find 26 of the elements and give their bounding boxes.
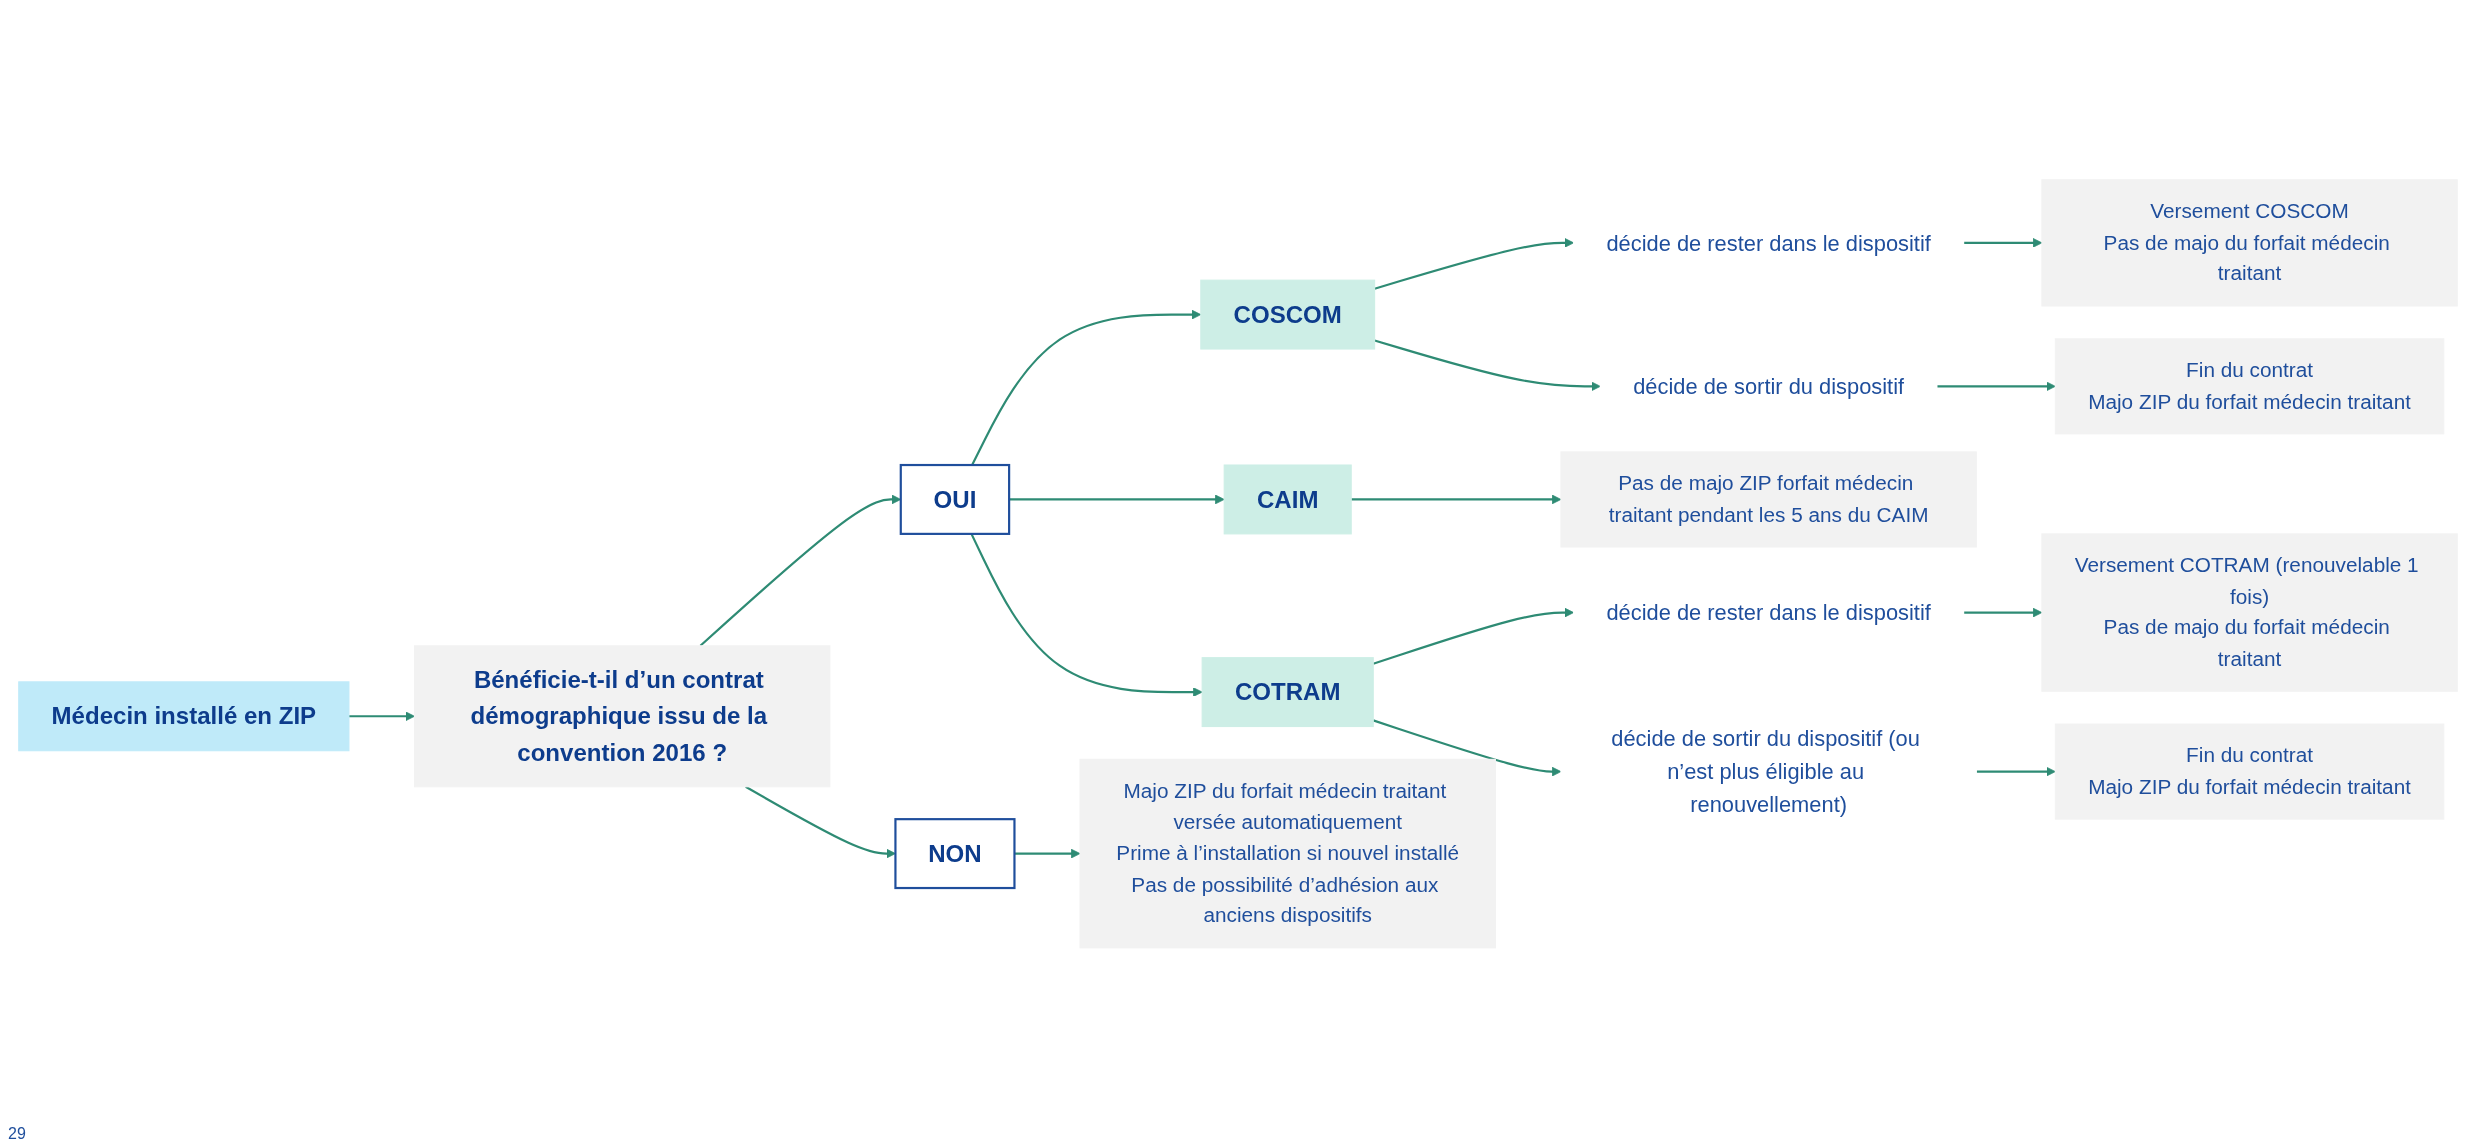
node-box: OUI	[899, 463, 1011, 535]
arrow	[1374, 339, 1601, 391]
arrow	[1936, 381, 2056, 391]
node-text: décide de rester dans le dispositif	[1606, 600, 1931, 625]
node-text: décide de sortir du dispositif	[1633, 373, 1905, 399]
arrow	[1976, 766, 2056, 777]
node-box: Bénéficie-t-il d’un contrat démographique issu de la convention 2016 ?	[413, 644, 831, 787]
node-box: Pas de majo ZIP forfait médecin traitant pendant les 5 ans du CAIM	[1560, 451, 1977, 548]
page-number: 29	[8, 1125, 26, 1142]
node-box: Versement COSCOM Pas de majo du forfait médecin traitant	[2041, 178, 2458, 307]
node-box: CAIM	[1223, 464, 1352, 535]
node-box: Versement COTRAM (renouvelable 1 fois) Pas de majo du forfait médecin traitant	[2041, 533, 2458, 692]
arrow	[1014, 848, 1081, 859]
node-box: COTRAM	[1201, 656, 1374, 727]
node-box: NON	[894, 817, 1016, 889]
node-box: Majo ZIP du forfait médecin traitant versée automatiquement Prime à l’installation si nouvel installé Pas de possibilité d’adhésion aux anciens dispositifs	[1079, 758, 1496, 949]
node-box: Fin du contrat Majo ZIP du forfait médecin traitant	[2054, 337, 2445, 435]
node-box: Fin du contrat Majo ZIP du forfait médecin traitant	[2054, 723, 2445, 820]
node-text: décide de rester dans le dispositif	[1606, 230, 1931, 255]
node-box: Médecin installé en ZIP	[18, 681, 350, 751]
node-text: décide de sortir du dispositif (ou n’est plus éligible au renouvellement)	[1611, 726, 1920, 817]
arrow	[348, 711, 415, 721]
arrow	[1009, 494, 1225, 504]
arrow	[745, 785, 896, 859]
arrow	[970, 533, 1203, 697]
node-box: COSCOM	[1200, 279, 1376, 350]
